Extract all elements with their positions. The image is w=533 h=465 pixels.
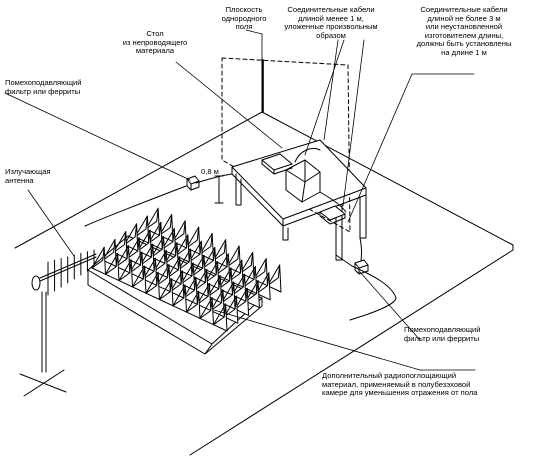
uniform-field-plane [221,57,351,233]
leader-lines [4,29,476,371]
table-label: Стол из непроводящего материала [122,29,188,56]
absorber-pyramid-edge [105,253,119,275]
absorber-pyramid [213,303,228,332]
absorber-pyramid-edge [186,290,200,313]
short-cables-label: Соединительные кабели длиной менее 1 м, … [284,5,378,40]
height-label: 0,8 м [201,167,219,176]
filter-boxes [186,175,369,275]
absorber-pyramids [91,207,282,332]
absorber-pyramid [245,280,260,309]
equipment-under-test [261,148,347,225]
absorber-pyramid-edge [213,303,227,326]
right-filter-label: Помехоподавляющий фильтр или ферриты [404,325,481,343]
absorber-pyramid-edge [132,265,146,288]
absorber-pyramid [234,287,250,316]
absorber-pyramid-edge [118,259,132,282]
long-cables-label: Соединительные кабели длиной не более 3 … [416,5,512,57]
antenna-label: Излучающая антенна [5,167,51,185]
field-plane-label: Плоскость однородного поля [221,5,267,32]
room-outline [14,57,514,456]
emitting-antenna [19,249,97,397]
absorber-pyramid [256,272,271,301]
absorber-pyramid-edge [159,278,173,300]
absorber-pyramid-edge [172,284,186,307]
absorber-pyramid-edge [199,297,213,319]
height-dimension [214,175,224,204]
absorber-label: Дополнительный радиопоглощающий материал… [322,371,478,398]
left-filter-label: Помехоподавляющий фильтр или ферриты [5,78,82,96]
absorber-pyramid [267,264,282,293]
absorber-pyramid-edge [145,271,159,294]
